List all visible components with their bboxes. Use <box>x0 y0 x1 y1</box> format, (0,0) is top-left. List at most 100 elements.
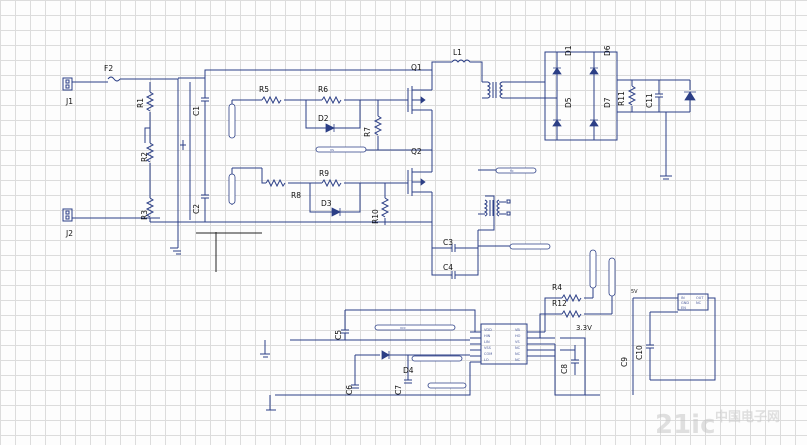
capacitor-c6[interactable] <box>351 355 359 389</box>
label-l1: L1 <box>453 48 462 57</box>
regulator-ic[interactable]: IN GND EN OUT NC <box>677 293 709 311</box>
net-flag-current-sense <box>509 243 551 250</box>
input-connector-j1[interactable] <box>62 77 73 91</box>
svg-text:LIN: LIN <box>484 340 490 344</box>
label-f2: F2 <box>104 64 113 73</box>
svg-text:VSS: VSS <box>484 346 492 350</box>
label-r6: R6 <box>318 85 328 94</box>
label-d6: D6 <box>603 45 612 56</box>
label-d1: D1 <box>564 45 573 56</box>
diode-d5[interactable] <box>552 119 562 127</box>
mosfet-q2[interactable] <box>407 150 433 222</box>
capacitor-c11[interactable] <box>655 80 663 112</box>
label-r2: R2 <box>140 152 149 162</box>
label-r1: R1 <box>136 98 145 108</box>
capacitor-c7[interactable] <box>404 355 412 384</box>
diode-d7[interactable] <box>589 119 599 127</box>
resistor-r5[interactable] <box>261 95 282 105</box>
inductor-l1[interactable] <box>451 59 483 82</box>
diode-d3[interactable] <box>331 207 341 217</box>
label-c1: C1 <box>192 106 201 116</box>
resistor-r11[interactable] <box>628 85 636 106</box>
label-r11: R11 <box>617 91 626 106</box>
svg-text:NC: NC <box>515 346 521 350</box>
label-d4: D4 <box>403 366 414 375</box>
net-flag-upper-gate <box>228 103 236 139</box>
label-c10: C10 <box>635 345 644 360</box>
svg-text:fb: fb <box>510 169 514 173</box>
diode-d6[interactable] <box>589 67 599 75</box>
label-r12: R12 <box>552 299 567 308</box>
svg-text:HO: HO <box>515 334 521 338</box>
label-d2: D2 <box>318 114 329 123</box>
resistor-r1[interactable] <box>146 91 154 112</box>
resistor-r6[interactable] <box>321 95 342 105</box>
svg-text:NC: NC <box>696 301 702 305</box>
label-r10: R10 <box>371 209 380 224</box>
svg-text:COM: COM <box>484 352 492 356</box>
svg-text:NC: NC <box>515 358 521 362</box>
label-3v3-rail: 3.3V <box>576 324 592 332</box>
label-c8: C8 <box>560 364 569 374</box>
capacitor-c9-c10[interactable] <box>646 312 654 380</box>
capacitor-c2[interactable] <box>201 194 209 222</box>
label-r3: R3 <box>140 210 149 220</box>
net-flag-hin <box>411 355 463 362</box>
transformer-t2[interactable] <box>478 199 506 217</box>
input-connector-j2[interactable] <box>62 208 73 222</box>
watermark-logo: 21ic 中国电子网 <box>655 409 780 440</box>
net-flag-vcc <box>374 324 456 331</box>
capacitor-c8[interactable] <box>571 345 579 375</box>
svg-text:VDD: VDD <box>484 328 492 332</box>
diode-d1[interactable] <box>552 67 562 75</box>
watermark-text: 中国电子网 <box>715 409 780 425</box>
label-q2: Q2 <box>411 147 422 156</box>
label-c11: C11 <box>645 93 654 108</box>
transformer-t1[interactable] <box>482 81 545 99</box>
label-c2: C2 <box>192 204 201 214</box>
svg-text:OUT: OUT <box>696 296 704 300</box>
svg-text:LO: LO <box>484 358 489 362</box>
net-flag-upper-source <box>315 146 367 153</box>
resistor-r12[interactable] <box>561 309 582 319</box>
label-r5: R5 <box>259 85 269 94</box>
label-c6: C6 <box>345 385 354 395</box>
label-r8: R8 <box>291 191 301 200</box>
resistor-r4[interactable] <box>561 293 582 303</box>
label-5v-rail: 5V <box>631 289 638 295</box>
svg-text:VS: VS <box>515 340 520 344</box>
label-c7: C7 <box>394 385 403 395</box>
svg-text:HIN: HIN <box>484 334 491 338</box>
label-j2: J2 <box>65 229 73 238</box>
capacitor-c1[interactable] <box>201 70 209 195</box>
net-flag-lower <box>608 257 616 297</box>
label-c5: C5 <box>334 330 343 340</box>
label-c4: C4 <box>443 263 453 272</box>
capacitor-c5[interactable] <box>341 310 349 340</box>
svg-text:vcc: vcc <box>400 326 406 330</box>
resistor-r7[interactable] <box>374 115 382 136</box>
label-d7: D7 <box>603 97 612 108</box>
label-r4: R4 <box>552 283 562 292</box>
fuse-f2[interactable] <box>107 76 121 82</box>
svg-text:vs: vs <box>330 148 334 152</box>
label-j1: J1 <box>65 97 73 106</box>
net-flag-lower-gate <box>228 173 236 205</box>
svg-text:GND: GND <box>681 301 689 305</box>
mosfet-q1[interactable] <box>407 70 433 150</box>
label-c3: C3 <box>443 238 453 247</box>
svg-text:VB: VB <box>515 328 520 332</box>
resistor-r8[interactable] <box>265 178 286 188</box>
diode-d4[interactable] <box>381 350 390 360</box>
label-d5: D5 <box>564 97 573 108</box>
capacitor-c3[interactable] <box>432 244 478 252</box>
diode-d2[interactable] <box>325 123 335 133</box>
resistor-r9[interactable] <box>321 178 342 188</box>
label-c9: C9 <box>620 357 629 367</box>
zener-diode[interactable] <box>684 91 696 101</box>
net-flag-feedback <box>495 167 537 174</box>
label-r9: R9 <box>319 169 329 178</box>
net-flag-upper <box>589 249 597 289</box>
resistor-r10[interactable] <box>381 197 389 218</box>
controller-ic[interactable]: VDD HIN LIN VSS COM LO VB HO VS NC NC NC <box>480 323 528 365</box>
